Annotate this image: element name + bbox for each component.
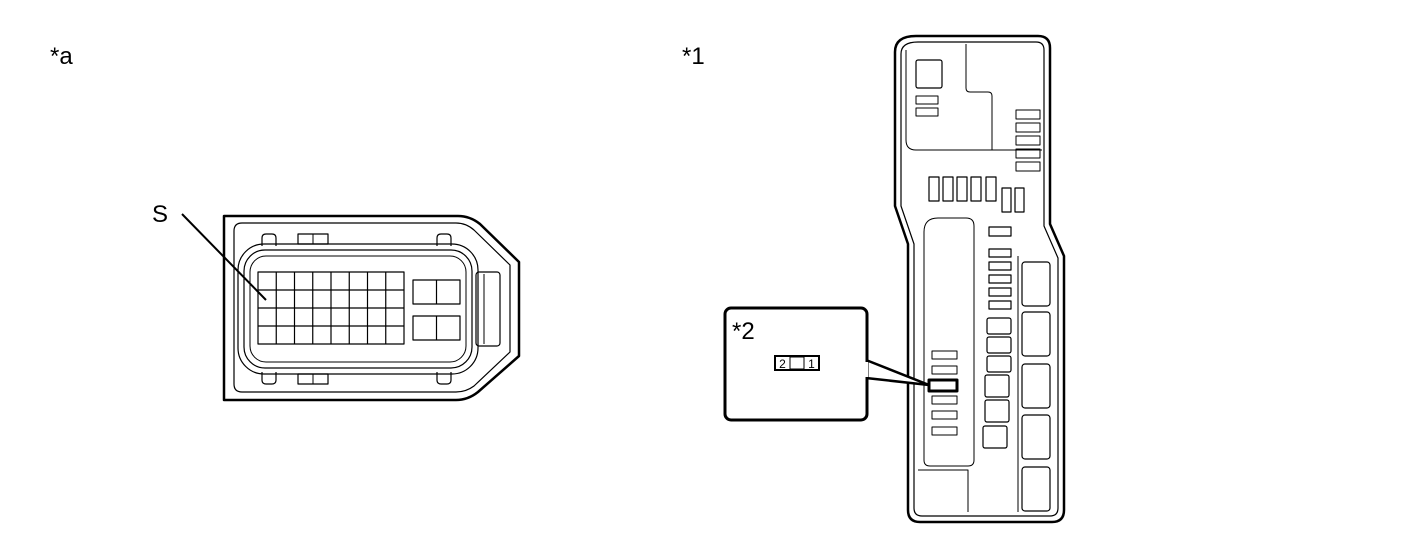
connector-terminal-grid — [257, 271, 405, 345]
relay-block-top-square — [915, 59, 943, 89]
connector-label-s: S — [152, 201, 169, 228]
fuse-pin-1-label: 1 — [808, 357, 815, 371]
relay-block — [893, 34, 1066, 524]
fuse-pin-diagram: 2 1 — [774, 355, 820, 371]
view-label-a: *a — [50, 43, 73, 70]
fuse-pin-2-label: 2 — [779, 357, 786, 371]
connector-seal-inner — [243, 249, 473, 369]
callout-label-2: *2 — [732, 318, 755, 345]
leader-line-s — [181, 213, 267, 301]
relay-block-center-fuses — [931, 350, 958, 436]
relay-block-large-relays — [1021, 261, 1051, 512]
callout-pointer — [865, 358, 931, 387]
connector-inner-frame — [233, 222, 511, 393]
relay-block-fuse-row — [928, 176, 1025, 213]
connector-top-latch — [261, 233, 277, 246]
relay-block-mid-fuses — [988, 226, 1012, 310]
connector-housing — [222, 214, 521, 402]
relay-block-center-panel — [923, 217, 975, 467]
connector-seal-outer — [237, 243, 479, 375]
connector-front-view — [181, 213, 521, 402]
relay-block-mid-relays — [982, 317, 1012, 449]
relay-block-outline — [893, 34, 1066, 524]
relay-block-right-stack — [1015, 109, 1041, 172]
connector-bottom-latch — [261, 372, 277, 385]
connector-large-terminals — [412, 279, 461, 341]
part-label-1: *1 — [682, 43, 705, 70]
fuse-2-location-highlight — [927, 378, 959, 393]
fuse-2-callout: 2 1 — [723, 306, 931, 422]
connector-side-tab — [475, 271, 501, 347]
